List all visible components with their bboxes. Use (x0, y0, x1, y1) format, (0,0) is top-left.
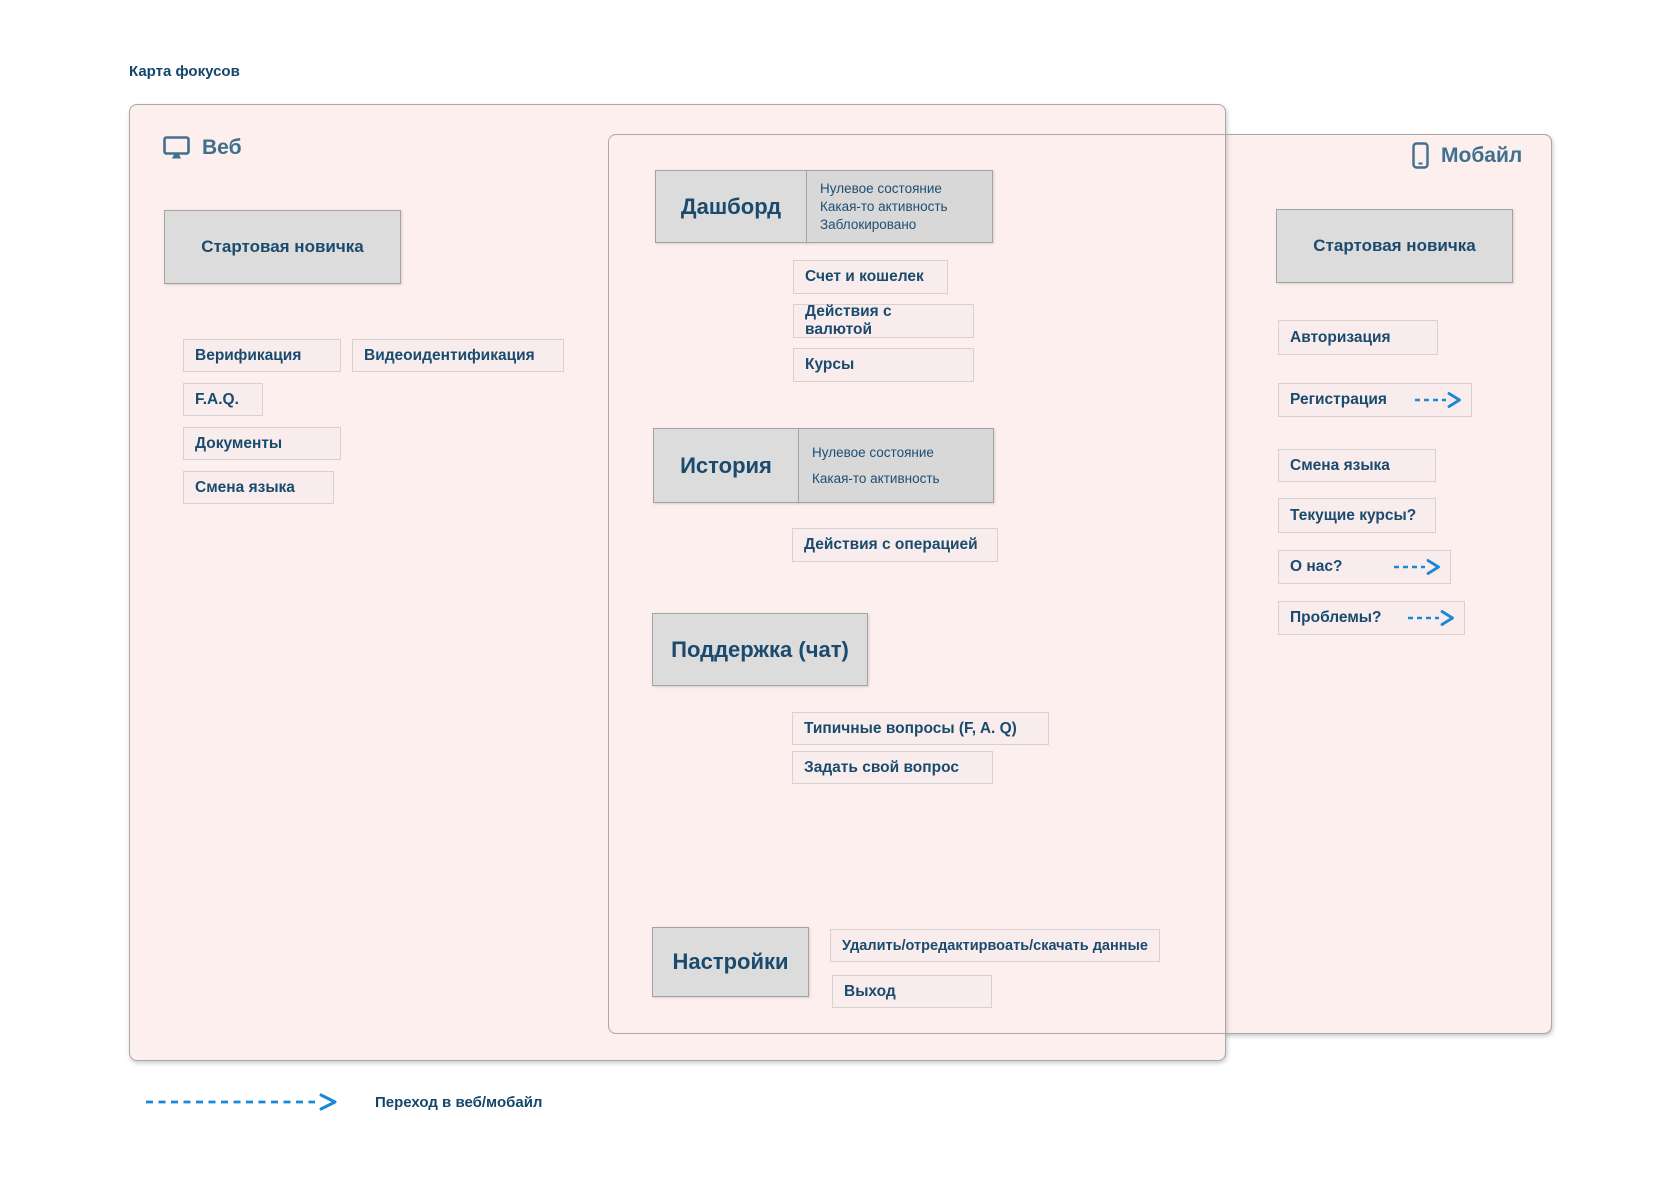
node-dashboard: Дашборд (655, 170, 807, 243)
history-state: Какая-то активность (812, 470, 940, 486)
legend-label: Переход в веб/мобайл (375, 1094, 543, 1111)
page-title: Карта фокусов (129, 63, 240, 80)
node-data-management: Удалить/отредактирвоать/скачать данные (830, 929, 1160, 962)
node-currency-actions: Действия с валютой (793, 303, 974, 338)
node-problems: Проблемы? (1278, 601, 1465, 635)
node-web-language: Смена языка (183, 471, 334, 504)
node-documents: Документы (183, 427, 341, 460)
transition-arrow-icon (1407, 610, 1455, 626)
dashboard-state: Нулевое состояние (820, 180, 942, 196)
node-verification: Верификация (183, 339, 341, 372)
node-mobile-language: Смена языка (1278, 449, 1436, 482)
node-about-us: О нас? (1278, 550, 1451, 584)
node-operation-actions: Действия с операцией (792, 528, 998, 562)
node-web-start: Стартовая новичка (164, 210, 401, 284)
node-registration: Регистрация (1278, 383, 1472, 417)
node-dashboard-states: Нулевое состояние Какая-то активность За… (806, 170, 993, 243)
mobile-panel-header: Мобайл (1412, 142, 1522, 169)
transition-arrow-icon (1393, 559, 1441, 575)
node-current-rates: Текущие курсы? (1278, 498, 1436, 533)
node-label: Регистрация (1290, 391, 1387, 408)
smartphone-icon (1412, 142, 1429, 169)
node-faq: F.A.Q. (183, 383, 263, 416)
node-ask-question: Задать свой вопрос (792, 751, 993, 784)
web-panel-header: Веб (163, 136, 242, 160)
node-authorization: Авторизация (1278, 320, 1438, 355)
node-label: О нас? (1290, 558, 1343, 575)
history-state: Нулевое состояние (812, 444, 934, 460)
node-label: Проблемы? (1290, 609, 1382, 626)
node-support-chat: Поддержка (чат) (652, 613, 868, 686)
monitor-icon (163, 136, 190, 160)
node-video-identification: Видеоидентификация (352, 339, 564, 372)
node-history: История (653, 428, 799, 503)
node-logout: Выход (832, 975, 992, 1008)
dashboard-state: Какая-то активность (820, 198, 948, 214)
transition-arrow-icon (1414, 392, 1462, 408)
dashboard-state: Заблокировано (820, 216, 917, 232)
mobile-panel-title: Мобайл (1441, 143, 1523, 167)
node-account-wallet: Счет и кошелек (793, 260, 948, 294)
node-rates: Курсы (793, 348, 974, 382)
web-panel-title: Веб (202, 136, 242, 159)
node-mobile-start: Стартовая новичка (1276, 209, 1513, 283)
legend-arrow-icon (145, 1093, 341, 1111)
node-settings: Настройки (652, 927, 809, 997)
node-history-states: Нулевое состояние Какая-то активность (798, 428, 994, 503)
node-typical-questions: Типичные вопросы (F, A. Q) (792, 712, 1049, 745)
